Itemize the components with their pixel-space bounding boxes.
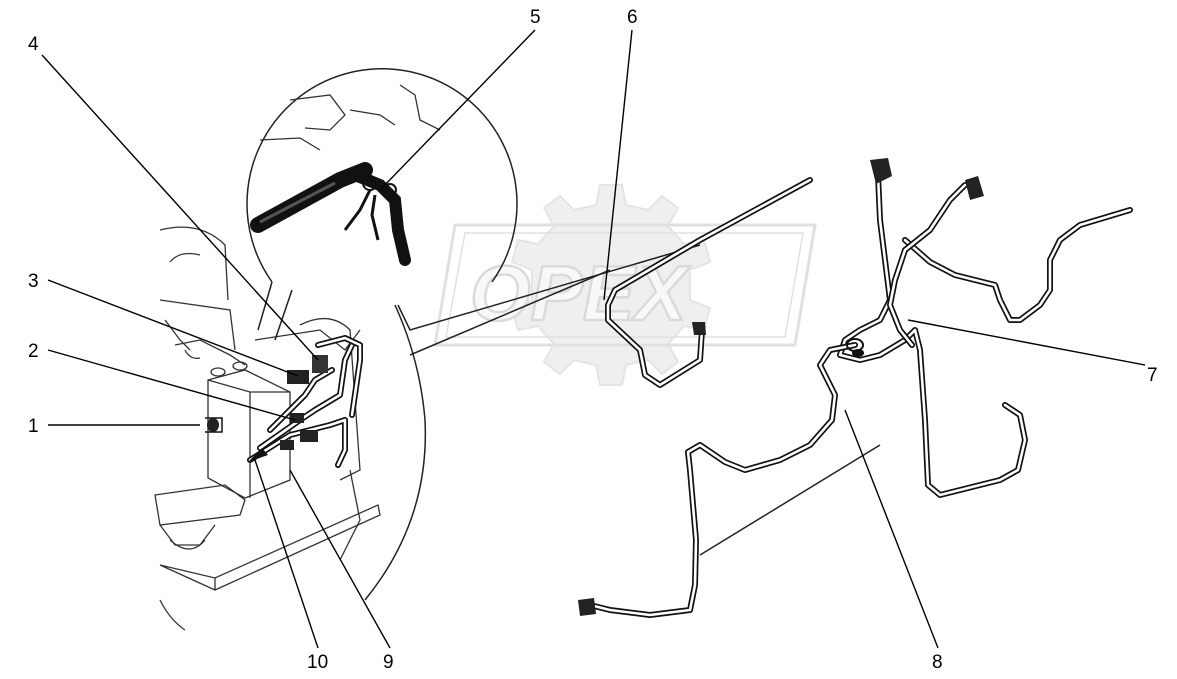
watermark-frame [433,223,817,347]
leader-7 [907,319,1146,366]
watermark-gear-icon [510,184,712,386]
callout-6: 6 [627,7,638,28]
callout-4: 4 [28,34,39,55]
leader-2 [47,349,296,421]
callout-labels: 1 2 3 4 5 6 7 8 9 10 [28,7,1158,673]
leader-3 [47,279,299,377]
battery-box [207,369,291,499]
opex-watermark: OPEX [433,184,817,386]
leader-lines [41,29,1146,649]
leader-6 [603,29,633,301]
watermark-text: OPEX [470,249,691,337]
connector-3 [287,370,309,384]
right-harness [578,158,1133,618]
callout-8: 8 [932,652,943,673]
leader-4 [41,54,319,361]
leader-5 [379,29,536,191]
leader-10 [254,459,319,649]
detail-circle [246,67,518,601]
center-harness [397,177,813,388]
left-harness [205,335,363,468]
callout-2: 2 [28,341,39,362]
callout-1: 1 [28,416,39,437]
connector-4 [312,355,328,373]
sensor-1 [207,418,219,432]
connector-2 [290,413,304,423]
callout-9: 9 [383,652,394,673]
leader-9 [289,469,391,649]
callout-10: 10 [307,652,328,673]
callout-5: 5 [530,7,541,28]
leader-8 [844,409,939,649]
callout-7: 7 [1147,365,1158,386]
callout-3: 3 [28,271,39,292]
